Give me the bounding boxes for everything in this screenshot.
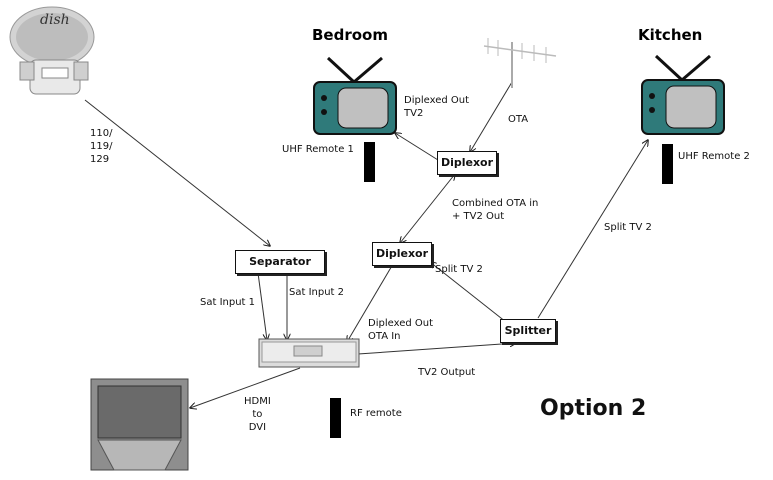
sat-input-1-label: Sat Input 1 bbox=[200, 297, 256, 308]
diplexor-to-bedroom-line bbox=[395, 133, 439, 161]
bedroom-tv-icon bbox=[313, 56, 397, 135]
sat-input1-line bbox=[257, 272, 267, 340]
splitter-to-kitchen-line bbox=[537, 140, 648, 319]
uhf-remote-1-icon bbox=[364, 142, 375, 182]
hdtv-display-icon bbox=[90, 378, 189, 471]
diagram-title: Option 2 bbox=[540, 396, 647, 421]
uhf-remote-2-icon bbox=[662, 144, 673, 184]
satellite-feed-label: 110/ 119/ 129 bbox=[90, 128, 113, 165]
splitter-box[interactable]: Splitter bbox=[500, 319, 556, 343]
sat-input-2-label: Sat Input 2 bbox=[289, 287, 345, 298]
uhf-remote-1-label: UHF Remote 1 bbox=[282, 144, 354, 155]
separator-box[interactable]: Separator bbox=[235, 250, 325, 274]
room-label-bedroom: Bedroom bbox=[312, 26, 388, 44]
dish-to-separator-line bbox=[84, 99, 270, 246]
split-tv2-mid-label: Split TV 2 bbox=[435, 264, 483, 275]
diplexed-out-tv2-label: Diplexed Out TV2 bbox=[404, 95, 469, 119]
room-label-kitchen: Kitchen bbox=[638, 26, 703, 44]
combined-line bbox=[400, 174, 455, 243]
diplexor-top-box[interactable]: Diplexor bbox=[437, 151, 497, 175]
rf-remote-label: RF remote bbox=[350, 408, 402, 419]
splitter-to-diplexor-line bbox=[430, 262, 507, 323]
dish-logo: dish bbox=[40, 12, 70, 28]
hdmi-to-dvi-label: HDMI to DVI bbox=[244, 396, 271, 433]
satellite-dish-icon bbox=[9, 6, 95, 95]
diplexor-mid-box[interactable]: Diplexor bbox=[372, 242, 432, 266]
split-tv2-kitchen-label: Split TV 2 bbox=[604, 222, 652, 233]
diplexor-to-receiver-line bbox=[347, 263, 394, 342]
satellite-receiver-icon bbox=[258, 338, 360, 368]
ota-label: OTA bbox=[508, 114, 529, 125]
diplexed-out-ota-in-label: Diplexed Out OTA In bbox=[368, 318, 433, 342]
rf-remote-icon bbox=[330, 398, 341, 438]
antenna-to-diplexor-line bbox=[470, 81, 513, 152]
receiver-to-display-line bbox=[190, 367, 301, 408]
receiver-to-splitter-line bbox=[357, 343, 516, 355]
tv2-output-label: TV2 Output bbox=[418, 367, 476, 378]
combined-ota-label: Combined OTA in + TV2 Out bbox=[452, 198, 539, 222]
ota-antenna-icon bbox=[483, 38, 557, 88]
uhf-remote-2-label: UHF Remote 2 bbox=[678, 151, 750, 162]
kitchen-tv-icon bbox=[641, 54, 725, 135]
